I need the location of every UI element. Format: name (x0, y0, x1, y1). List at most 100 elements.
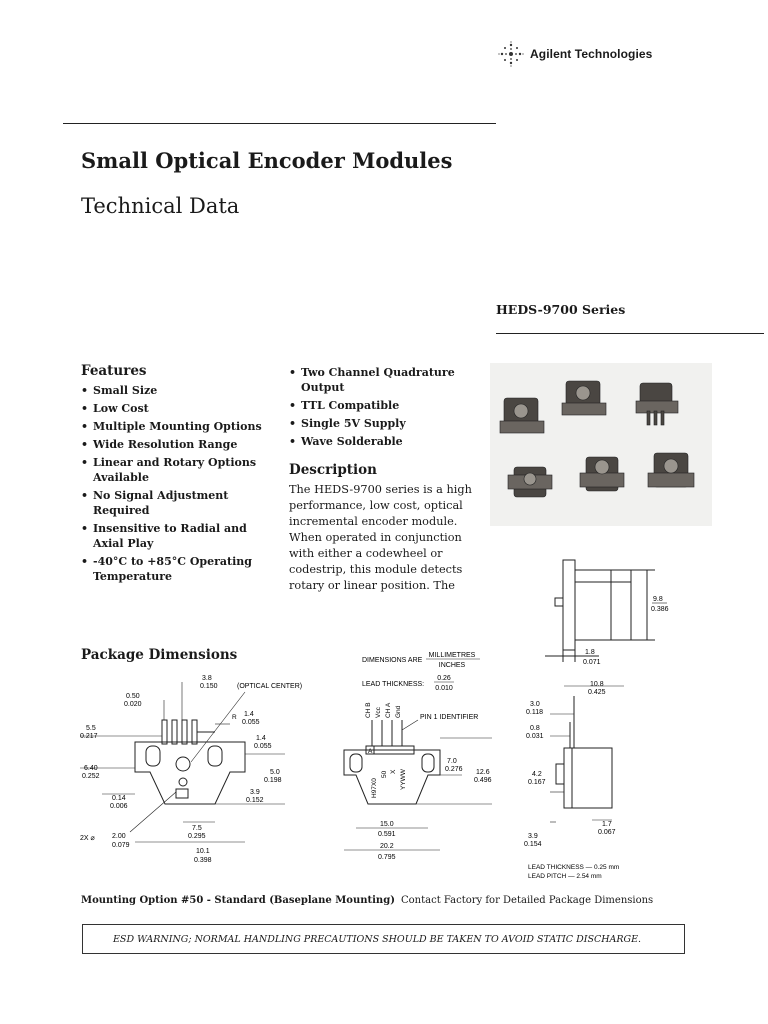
feature-item: Insensitive to Radial and Axial Play (81, 521, 276, 551)
description-heading: Description (289, 462, 377, 478)
pin-ch-b: CH B (365, 702, 372, 718)
dim-0-425: 0.425 (588, 689, 606, 696)
mounting-option-caption: Mounting Option #50 - Standard (Baseplan… (81, 895, 395, 906)
dim-0-8: 0.8 (530, 725, 540, 732)
feature-item: Wide Resolution Range (81, 437, 276, 452)
feature-item: Low Cost (81, 401, 276, 416)
dim-1-7: 1.7 (602, 821, 612, 828)
description-text: The HEDS-9700 series is a high performan… (289, 483, 472, 592)
dim-r-0-055: 0.055 (242, 719, 260, 726)
dim-0-295: 0.295 (188, 833, 206, 840)
dim-3-9-right: 3.9 (528, 833, 538, 840)
dim-0-50: 0.50 (126, 693, 140, 700)
radius-label: R (232, 714, 237, 721)
front-view-drawing: 3.8 0.150 0.50 0.020 5.5 0.217 R 1.4 0.0… (80, 675, 302, 864)
units-bottom: INCHES (439, 662, 466, 669)
dim-0-795: 0.795 (378, 854, 396, 861)
dim-1-4: 1.4 (256, 735, 266, 742)
feature-item: Multiple Mounting Options (81, 419, 276, 434)
marking-x: X (390, 769, 397, 774)
units-label: DIMENSIONS ARE (362, 657, 423, 664)
features-heading: Features (81, 363, 147, 379)
pin-gnd: Gnd (395, 705, 402, 718)
esd-warning-box: ESD WARNING; NORMAL HANDLING PRECAUTIONS… (82, 924, 685, 954)
feature-item: Single 5V Supply (289, 416, 474, 431)
feature-item: -40°C to +85°C Operating Temperature (81, 554, 276, 584)
dim-0-071: 0.071 (583, 659, 601, 666)
dim-0-386: 0.386 (651, 606, 669, 613)
dim-12-6: 12.6 (476, 769, 490, 776)
dim-0-150: 0.150 (200, 683, 218, 690)
dim-0-276: 0.276 (445, 766, 463, 773)
brand-logo: Agilent Technologies (498, 41, 652, 67)
marking-code: H97X0 (371, 778, 378, 798)
dim-0-152: 0.152 (246, 797, 264, 804)
dim-3-0: 3.0 (530, 701, 540, 708)
dim-0-067: 0.067 (598, 829, 616, 836)
pin1-mark: A (368, 748, 373, 755)
dim-0-154: 0.154 (524, 841, 542, 848)
contact-caption: Contact Factory for Detailed Package Dim… (401, 895, 654, 906)
profile-view-drawing: 10.8 0.425 3.0 0.118 0.8 0.031 4.2 0.167… (524, 681, 624, 880)
feature-item: Wave Solderable (289, 434, 474, 449)
dim-0-020: 0.020 (124, 701, 142, 708)
diameter-label: 2X ⌀ (80, 835, 95, 842)
package-dimensions-heading: Package Dimensions (81, 647, 237, 663)
feature-item: Small Size (81, 383, 276, 398)
document-subtitle: Technical Data (81, 194, 240, 218)
dim-0-217: 0.217 (80, 733, 98, 740)
dim-3-9: 3.9 (250, 789, 260, 796)
dim-7-0: 7.0 (447, 758, 457, 765)
dim-0-14: 0.14 (112, 795, 126, 802)
dim-10-8: 10.8 (590, 681, 604, 688)
dim-5-0: 5.0 (270, 769, 280, 776)
dim-0-079: 0.079 (112, 842, 130, 849)
lead-thickness-note: LEAD THICKNESS — 0.25 mm (528, 864, 619, 871)
features-section-2: Two Channel Quadrature OutputTTL Compati… (289, 365, 474, 594)
dim-10-1: 10.1 (196, 848, 210, 855)
encoder-modules-photo (499, 380, 695, 498)
brand-name: Agilent Technologies (530, 47, 653, 61)
title-rule (63, 123, 496, 124)
lead-thickness-label: LEAD THICKNESS: (362, 681, 424, 688)
feature-item: Two Channel Quadrature Output (289, 365, 474, 395)
feature-item: Linear and Rotary Options Available (81, 455, 276, 485)
dim-0-118: 0.118 (526, 709, 543, 716)
dim-20-2: 20.2 (380, 843, 394, 850)
dim-r-1-4: 1.4 (244, 711, 254, 718)
dim-9-8: 9.8 (653, 596, 663, 603)
dim-5-5: 5.5 (86, 725, 96, 732)
series-rule (496, 333, 764, 334)
dim-0-198: 0.198 (264, 777, 282, 784)
document-title: Small Optical Encoder Modules (81, 148, 453, 173)
pin-vcc: Vcc (375, 706, 382, 718)
features-list: Small SizeLow CostMultiple Mounting Opti… (81, 383, 276, 584)
dim-0-167: 0.167 (528, 779, 546, 786)
dim-0-398: 0.398 (194, 857, 212, 864)
lead-pitch-note: LEAD PITCH — 2.54 mm (528, 873, 602, 880)
package-heading-text: Package Dimensions (81, 647, 238, 663)
features-list-2: Two Channel Quadrature OutputTTL Compati… (289, 365, 474, 449)
esd-warning-text: ESD WARNING; NORMAL HANDLING PRECAUTIONS… (113, 933, 642, 945)
dim-4-2: 4.2 (532, 771, 542, 778)
lead-thickness-top: 0.26 (437, 675, 451, 682)
lead-thickness-bottom: 0.010 (435, 685, 453, 692)
features-section: Features Small SizeLow CostMultiple Moun… (81, 363, 276, 587)
series-label: HEDS-9700 Series (496, 302, 626, 317)
product-photo (490, 363, 712, 526)
dim-2-00: 2.00 (112, 833, 126, 840)
dim-0-496: 0.496 (474, 777, 492, 784)
pin1-identifier: PIN 1 IDENTIFIER (420, 714, 478, 721)
marking-view-drawing: PIN 1 IDENTIFIER CH B Vcc CH A Gnd A H97… (343, 702, 492, 861)
side-view-drawing: 9.8 0.386 1.8 0.071 (545, 559, 669, 666)
feature-item: TTL Compatible (289, 398, 474, 413)
dim-6-40: 6.40 (84, 765, 98, 772)
marking-date: YYWW (400, 768, 407, 790)
dim-0-591: 0.591 (378, 831, 396, 838)
dim-15-0: 15.0 (380, 821, 394, 828)
dim-0-031: 0.031 (526, 733, 544, 740)
pin-ch-a: CH A (385, 702, 392, 718)
feature-item: No Signal Adjustment Required (81, 488, 276, 518)
optical-center-label: (OPTICAL CENTER) (237, 683, 302, 690)
dim-0-006: 0.006 (110, 803, 128, 810)
